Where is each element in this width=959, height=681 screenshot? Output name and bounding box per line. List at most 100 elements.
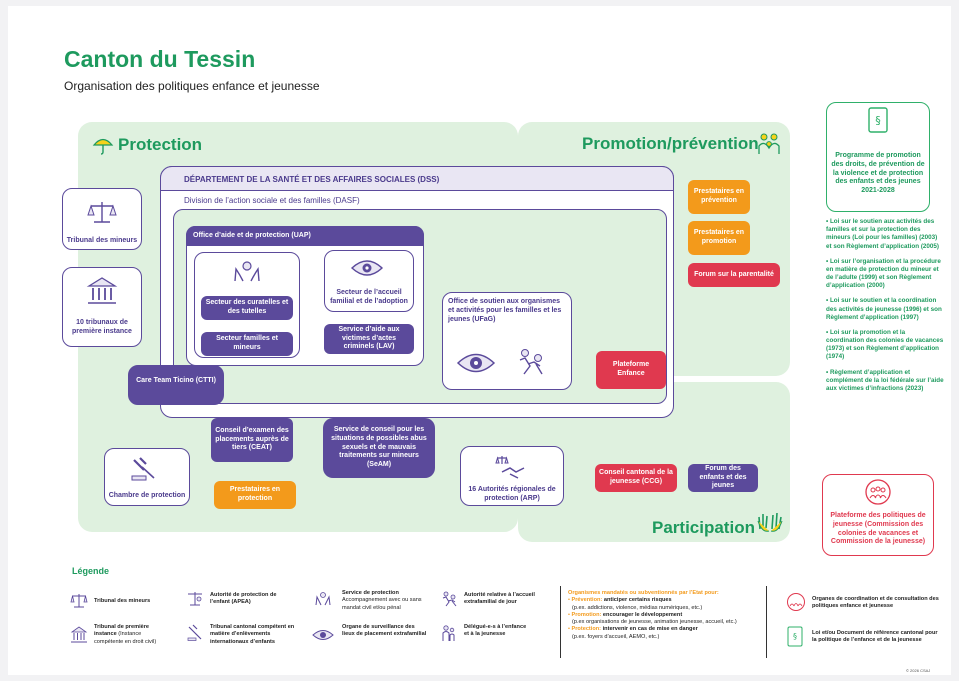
scales-icon [70, 594, 88, 608]
legend-title: Légende [72, 566, 110, 576]
tribunal-mineurs: Tribunal des mineurs [66, 237, 138, 244]
law-item: • Loi sur le soutien aux activités des f… [826, 218, 940, 250]
eye-icon [312, 630, 334, 640]
legend-surveillance-text: Organe de surveillance des lieux de plac… [342, 624, 427, 638]
legend-service-protection-note: Accompagnement avec ou sans mandat civil… [342, 597, 422, 611]
plateforme-enfance: Plateforme Enfance [596, 351, 666, 389]
law-item: • Loi sur la promotion et la coordinatio… [826, 328, 944, 361]
arp: 16 Autorités régionales de protection (A… [468, 486, 556, 502]
legend-tribunal-cantonal: Tribunal cantonal compétent en matière d… [210, 624, 302, 646]
legend-separator [766, 586, 767, 658]
hands-care-icon [234, 261, 260, 282]
courthouse-icon [70, 626, 88, 643]
seam: Service de conseil pour les situations d… [323, 418, 435, 478]
tribunaux-instance: 10 tribunaux de première instance [72, 319, 132, 335]
courthouse-icon [86, 277, 118, 304]
legend-organes-text: Organes de coordination et de consultati… [812, 596, 939, 610]
legend-autorite-accueil: Autorité relative à l’accueil extrafamil… [464, 592, 550, 607]
legend-tribunal-mineurs-text: Tribunal des mineurs [94, 598, 151, 604]
laws-list: • Loi sur le soutien aux activités des f… [826, 218, 944, 400]
prest-prevention: Prestataires en prévention [688, 180, 750, 214]
legend-tribunal-mineurs: Tribunal des mineurs [94, 598, 150, 605]
umbrella-icon [92, 138, 114, 155]
legend-organismes-title: Organismes mandatés ou subventionnés par… [568, 590, 719, 596]
legend-autorite-accueil-text: Autorité relative à l’accueil extrafamil… [464, 592, 535, 606]
secteur-accueil: Secteur de l’accueil familial et de l’ad… [330, 289, 408, 305]
eye-icon [350, 260, 384, 276]
legend-protection-example: (p.ex. foyers d’accueil, AEMO, etc.) [572, 633, 660, 640]
legend-delegue-text: Délégué-e-s à l’enfance et à la jeunesse [464, 624, 527, 638]
ctti: Care Team Ticino (CTTI) [136, 377, 216, 384]
legend-tribunal-cantonal-text: Tribunal cantonal compétent en matière d… [210, 624, 295, 645]
law-book-icon: § [787, 626, 803, 647]
legend-delegue: Délégué-e-s à l’enfance et à la jeunesse [464, 624, 528, 639]
secteur-accueil-box [324, 250, 414, 312]
page: Canton du Tessin Organisation des politi… [8, 6, 951, 675]
legend-loi: Loi et/ou Document de référence cantonal… [812, 630, 940, 645]
legend-tribunal-premiere: Tribunal de première instance (Instance … [94, 624, 166, 646]
children-play-icon [519, 349, 543, 375]
law-item: • Règlement d’application et complément … [826, 368, 944, 392]
legend-tribunal-premiere-note: (Instance compétente en droit civil) [94, 631, 157, 645]
legend-protection-value: intervenir en cas de mise en danger [602, 626, 698, 633]
uap-title-bar [186, 226, 424, 246]
secteur-curatelles: Secteur des curatelles et des tutelles [201, 296, 293, 320]
plateforme-jeunesse: Plateforme des politiques de jeunesse (C… [830, 512, 926, 546]
legend-tribunal-premiere-text: Tribunal de première instance [94, 624, 150, 638]
forum-parentalite: Forum sur la parentalité [688, 263, 780, 287]
secteur-familles: Secteur familles et mineurs [201, 332, 293, 356]
gavel-icon [187, 624, 202, 641]
ceat: Conseil d’examen des placements auprès d… [211, 418, 293, 462]
hands-icon [757, 512, 783, 532]
ufag-office: Office de soutien aux organismes et acti… [448, 298, 562, 323]
dss-title: DÉPARTEMENT DE LA SANTÉ ET DES AFFAIRES … [184, 175, 440, 184]
dss-title-bar [160, 166, 674, 191]
legend-prevention-value: anticiper certains risques [603, 597, 672, 604]
promotion-label: Promotion/prévention [582, 134, 759, 153]
law-book-icon: § [868, 107, 888, 133]
ccg: Conseil cantonal de la jeunesse (CCG) [595, 464, 677, 492]
legend-service-protection-text: Service de protection [342, 590, 399, 596]
arp-box [460, 446, 564, 506]
legend-promotion-example: (p.ex organisations de jeunesse, animati… [572, 619, 737, 626]
legend-apea: Autorité de protection de l’enfant (APEA… [210, 592, 280, 607]
service-victimes: Service d’aide aux victimes d’actes crim… [324, 324, 414, 354]
division-title: Division de l’action sociale et des fami… [184, 196, 360, 205]
programme: Programme de promotion des droits, de pr… [831, 152, 925, 194]
legend-organismes: Organismes mandatés ou subventionnés par… [568, 590, 737, 640]
footer-copyright: © 2026 CSAJ [906, 668, 931, 673]
legend-protection-key: Protection: [571, 626, 602, 633]
law-item: • Loi sur le soutien et la coordination … [826, 297, 942, 321]
page-subtitle: Organisation des politiques enfance et j… [64, 79, 320, 93]
legend-prevention-example: (p.ex. addictions, violence, médias numé… [572, 604, 703, 611]
legend-organes: Organes de coordination et de consultati… [812, 596, 940, 611]
scales-child-icon [188, 592, 202, 606]
legend-promotion-value: encourager le développement [602, 611, 683, 618]
protection-label: Protection [118, 135, 203, 154]
legend-prevention-key: Prévention: [571, 597, 603, 604]
ctti-box [128, 365, 224, 405]
group-circle-icon [865, 479, 891, 505]
legend-surveillance: Organe de surveillance des lieux de plac… [342, 624, 428, 639]
legend-promotion-key: Promotion: [571, 611, 602, 618]
gavel-icon [131, 457, 155, 481]
scales-icon [87, 202, 117, 223]
page-title: Canton du Tessin [64, 46, 256, 72]
eye-icon [456, 353, 496, 373]
delegates-icon [442, 625, 455, 641]
prest-protection: Prestataires en protection [214, 481, 296, 509]
uap-title: Office d’aide et de protection (UAP) [193, 232, 311, 239]
law-item: • Loi sur l’organisation et la procédure… [826, 257, 941, 290]
children-play-icon [442, 591, 457, 607]
family-icon [758, 133, 780, 154]
legend-apea-text: Autorité de protection de l’enfant (APEA… [210, 592, 277, 606]
legend-loi-text: Loi et/ou Document de référence cantonal… [812, 630, 938, 644]
chambre-box [104, 448, 190, 506]
forum-enfants: Forum des enfants et des jeunes [688, 464, 758, 492]
scales-handshake-icon [495, 456, 525, 479]
svg-text:§: § [793, 632, 797, 641]
ufag-office-box [442, 292, 572, 390]
svg-text:§: § [875, 114, 881, 127]
prest-promotion: Prestataires en promotion [688, 221, 750, 255]
